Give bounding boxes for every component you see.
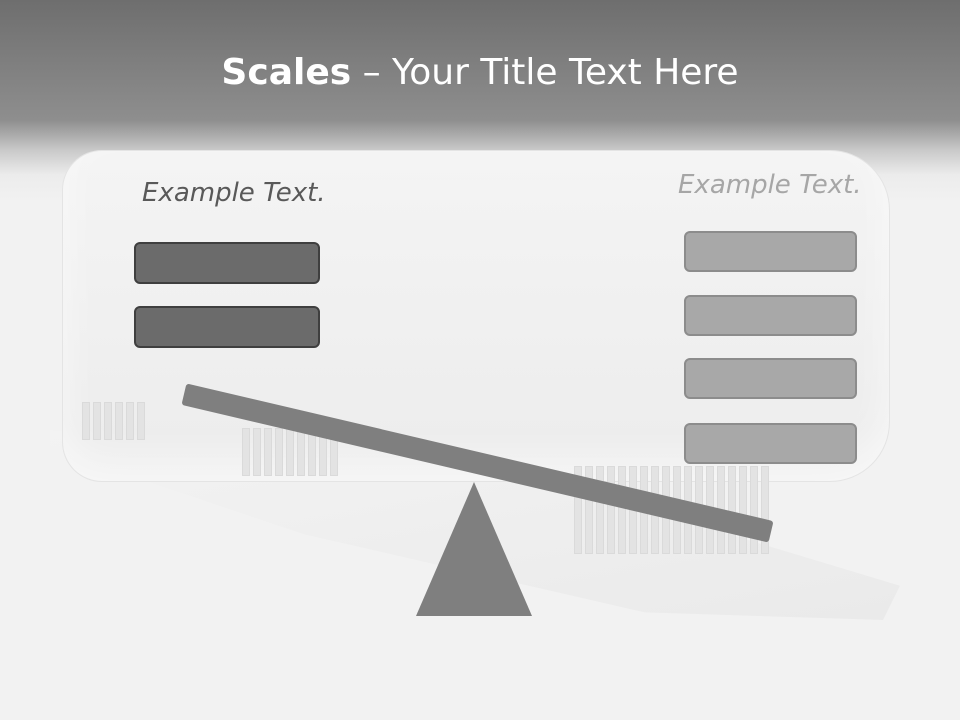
- right-box-4: [684, 423, 857, 464]
- right-box-3: [684, 358, 857, 399]
- title-bold: Scales: [221, 52, 352, 93]
- background-fins-middle: [242, 428, 338, 476]
- left-box-1: [134, 242, 320, 284]
- background-fins-left: [82, 402, 145, 440]
- title-rest: – Your Title Text Here: [351, 52, 739, 93]
- right-box-1: [684, 231, 857, 272]
- slide-title: Scales – Your Title Text Here: [0, 52, 960, 93]
- left-label: Example Text.: [142, 178, 326, 208]
- right-box-2: [684, 295, 857, 336]
- left-box-2: [134, 306, 320, 348]
- right-label: Example Text.: [678, 170, 862, 200]
